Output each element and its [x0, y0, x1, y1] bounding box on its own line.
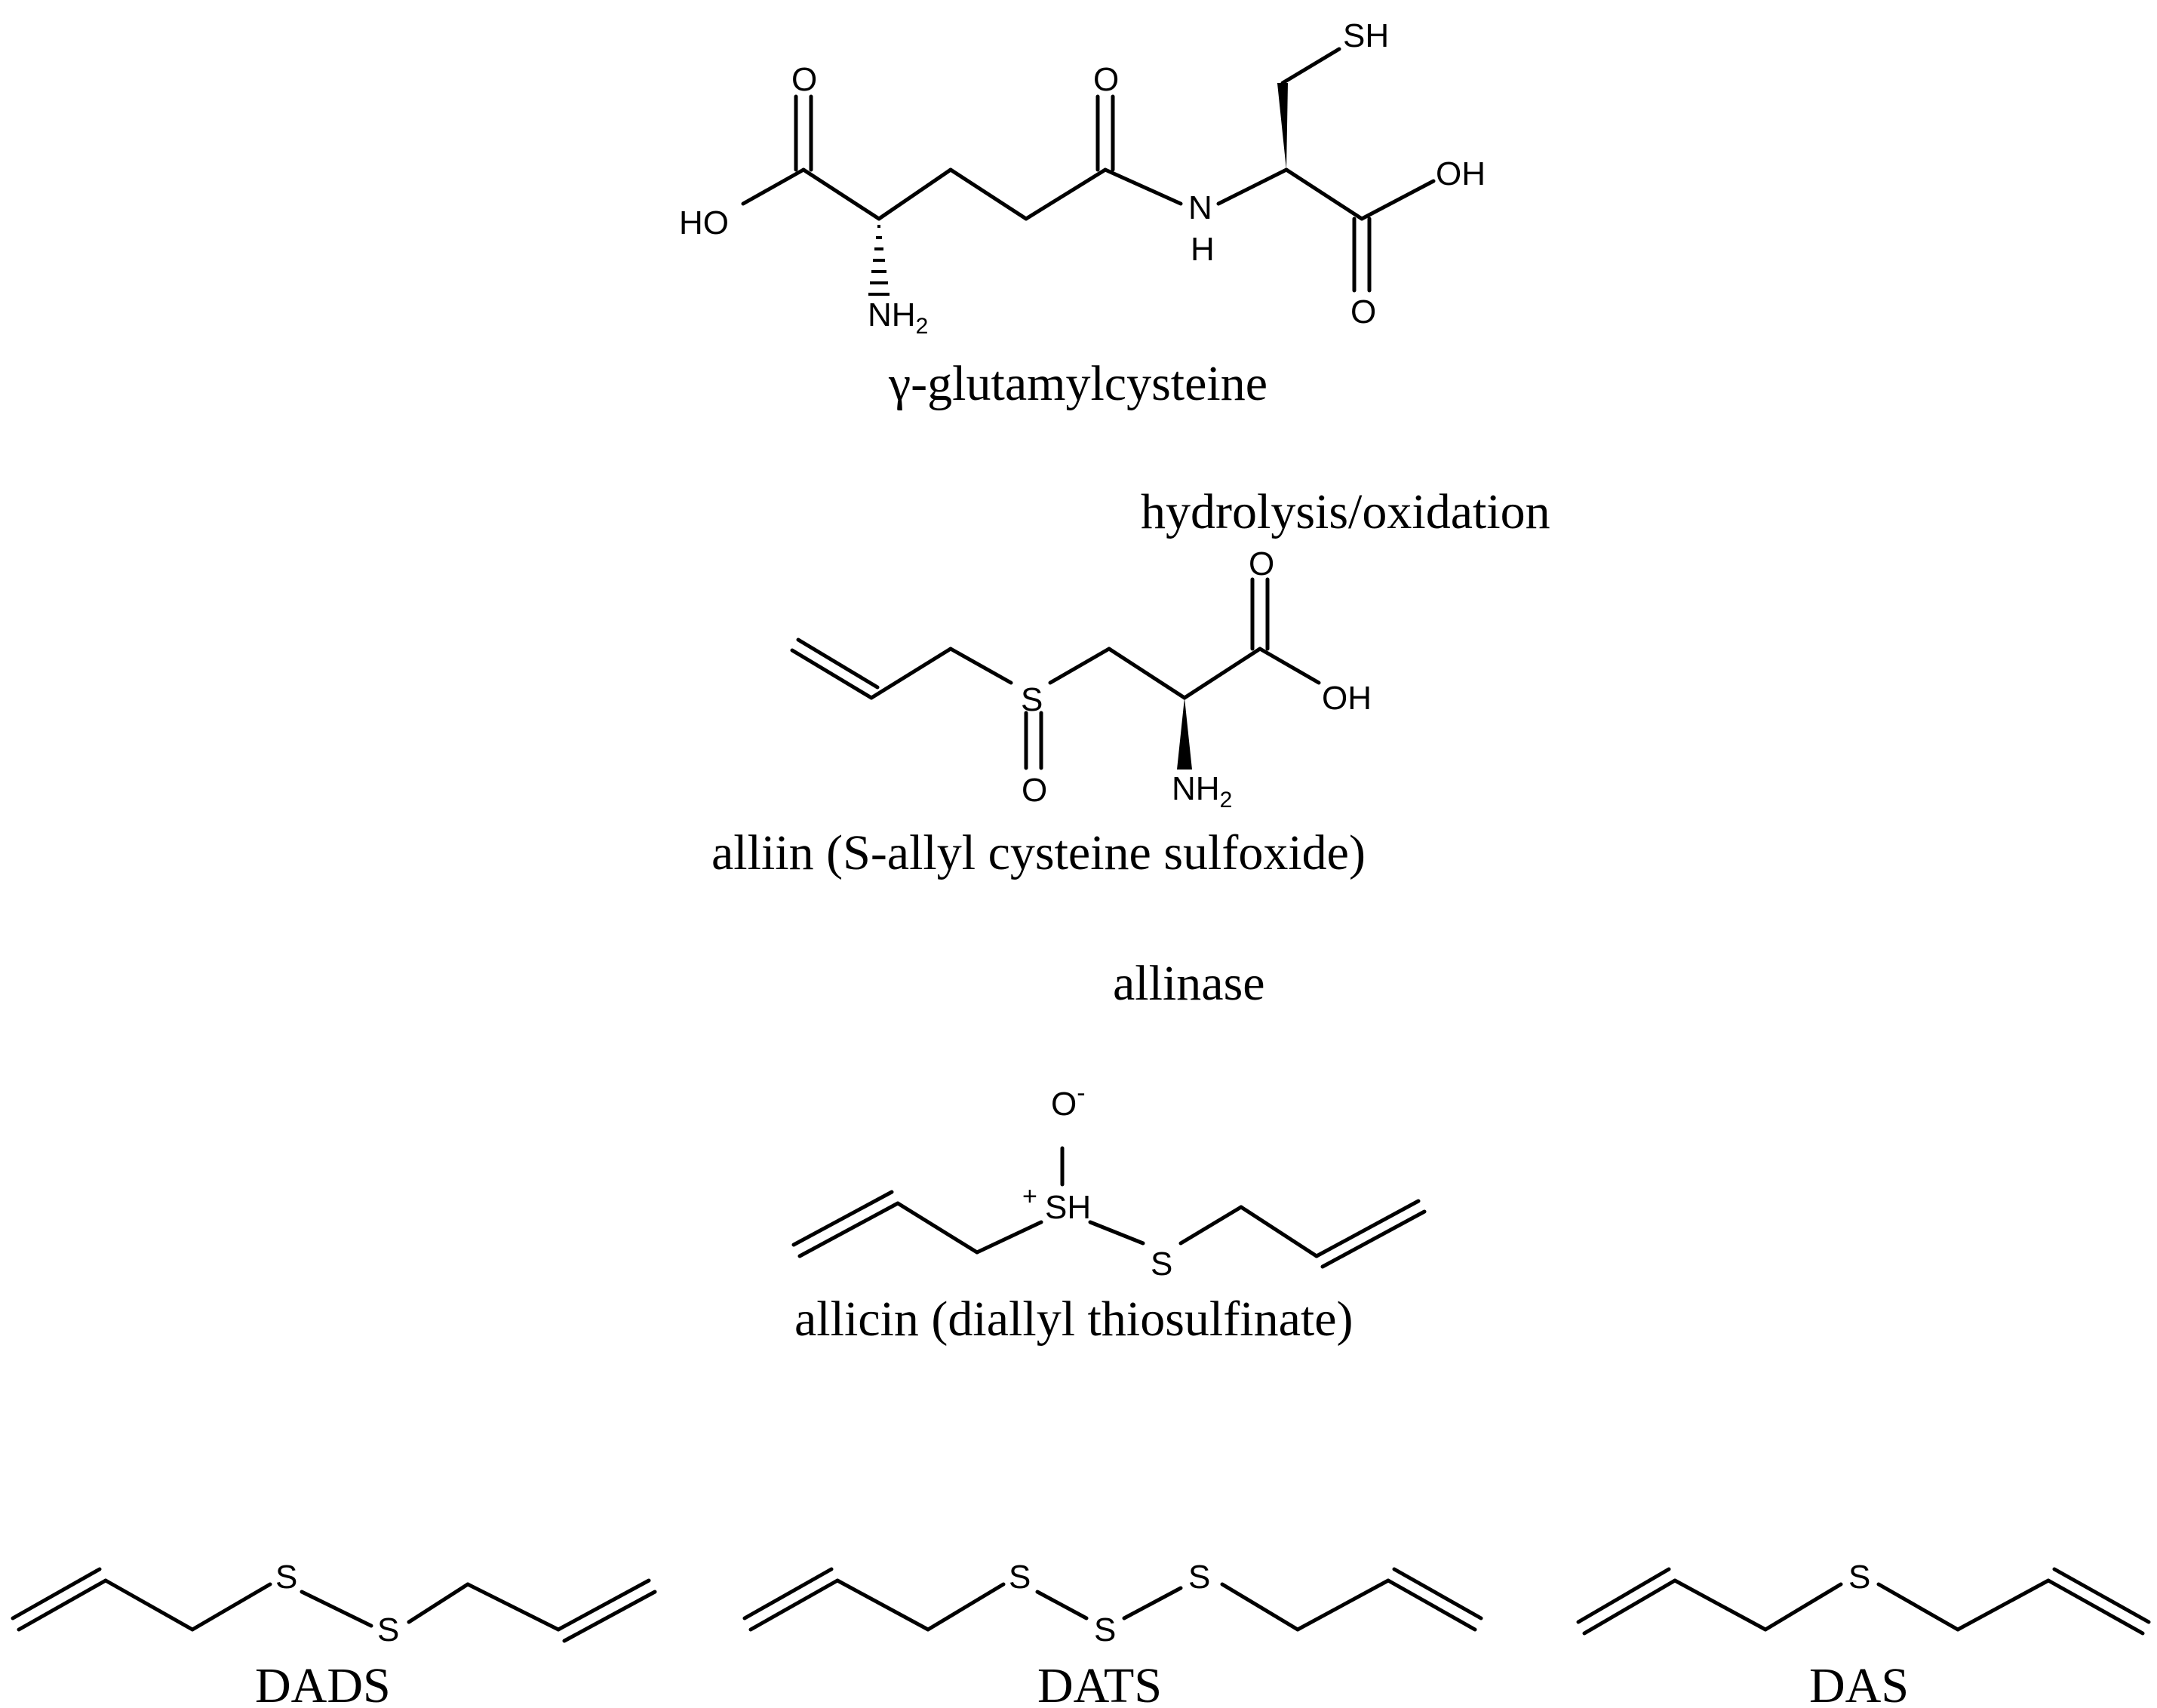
sulfur-label: S	[1848, 1559, 1870, 1596]
sulfur-label: S	[1188, 1559, 1210, 1596]
hydroxyl-label: HO	[679, 204, 729, 241]
sulfur-label: S	[1094, 1611, 1116, 1648]
amine-label: NH2	[868, 296, 928, 339]
oxide-oxygen-label: O-	[1051, 1079, 1086, 1123]
hashed-wedge-bond	[868, 225, 890, 296]
structure-allicin: O- + SH S allicin (diallyl thiosulfinate…	[791, 1079, 1427, 1347]
sulfonium-label: SH	[1045, 1189, 1091, 1226]
amide-nitrogen-label: N	[1188, 189, 1212, 226]
wedge-bond	[1277, 83, 1288, 170]
structure-dats: S S S DATS	[742, 1559, 1483, 1708]
compound-name: DATS	[1037, 1658, 1162, 1708]
sulfur-label: S	[377, 1611, 399, 1648]
structure-das: S DAS	[1576, 1559, 2151, 1708]
structure-alliin: O S OH O NH2 alliin (S-allyl cysteine su…	[711, 545, 1372, 880]
hydroxyl-label: OH	[1436, 155, 1486, 192]
carbonyl-oxygen-label: O	[791, 61, 817, 98]
structure-dads: S S DADS	[11, 1559, 657, 1708]
step-label-allinase: allinase	[1113, 956, 1265, 1011]
compound-name: DAS	[1809, 1658, 1909, 1708]
sulfur-label: S	[1021, 681, 1043, 718]
amide-oxygen-label: O	[1093, 61, 1119, 98]
compound-name: DADS	[255, 1658, 391, 1708]
compound-name: alliin (S-allyl cysteine sulfoxide)	[711, 825, 1366, 880]
positive-charge: +	[1022, 1182, 1037, 1211]
sulfur-label: S	[275, 1559, 297, 1596]
structure-gamma-glutamylcysteine: SH O O HO N H OH O NH2 γ-glutamylcystein…	[679, 17, 1486, 411]
sulfur-label: S	[1151, 1246, 1172, 1283]
compound-name: γ-glutamylcysteine	[888, 356, 1267, 411]
step-label-hydrolysis-oxidation: hydrolysis/oxidation	[1141, 484, 1550, 539]
wedge-bond	[1177, 698, 1192, 770]
sulfhydryl-label: SH	[1343, 17, 1389, 54]
amine-label: NH2	[1172, 770, 1232, 813]
hydroxyl-label: OH	[1322, 680, 1372, 717]
carbonyl-oxygen-label: O	[1350, 293, 1376, 330]
carbonyl-oxygen-label: O	[1249, 545, 1274, 582]
compound-name: allicin (diallyl thiosulfinate)	[794, 1292, 1353, 1347]
amide-hydrogen-label: H	[1191, 231, 1215, 268]
sulfoxide-oxygen-label: O	[1022, 772, 1047, 809]
sulfur-label: S	[1009, 1559, 1031, 1596]
